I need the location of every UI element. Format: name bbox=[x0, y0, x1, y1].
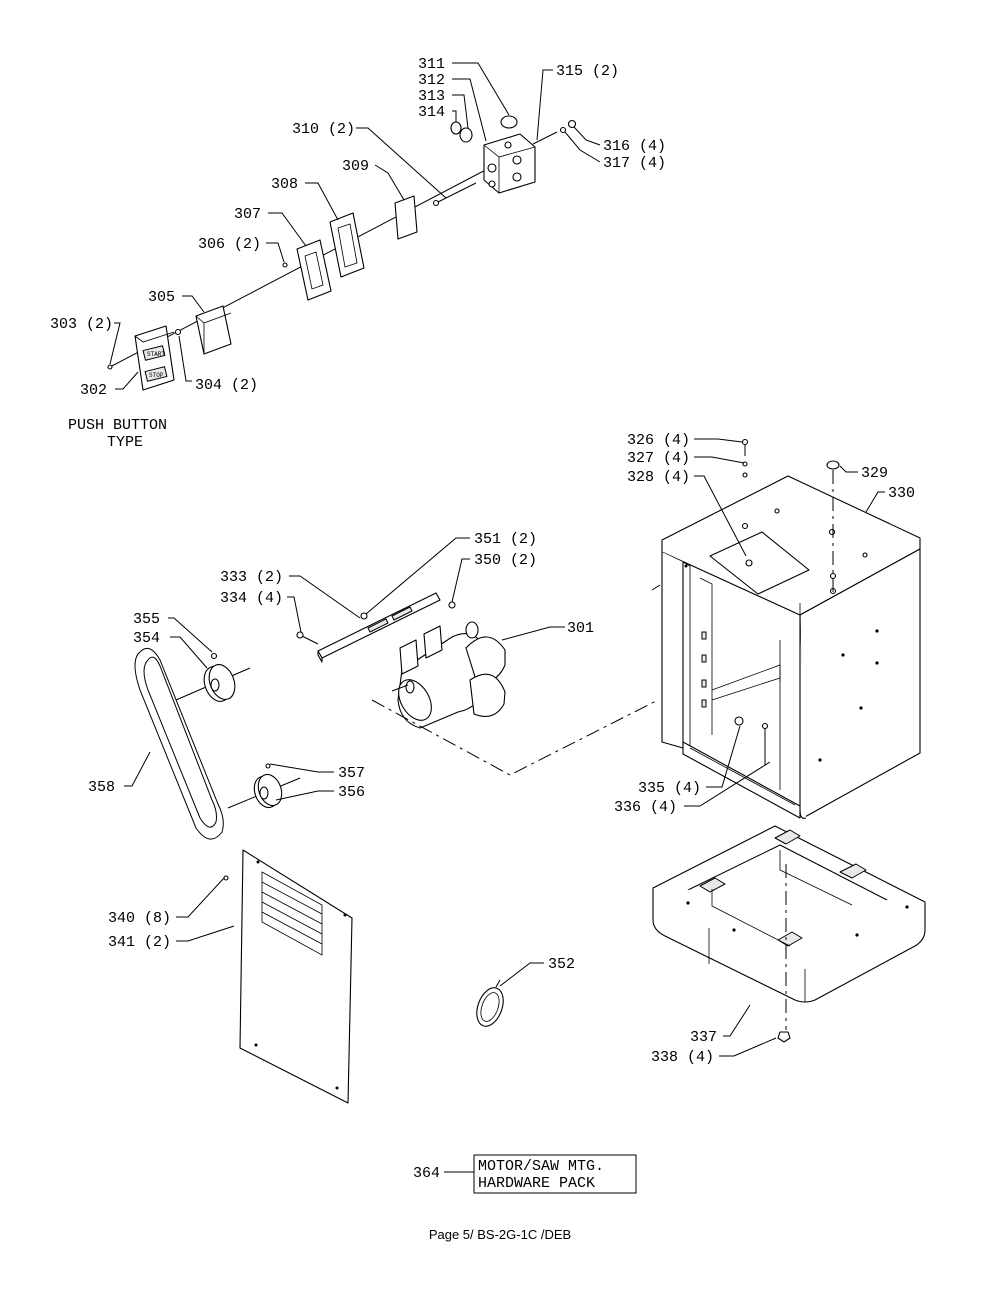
callout-302: 302 bbox=[80, 382, 107, 399]
hardware-pack-line2: HARDWARE PACK bbox=[478, 1175, 595, 1192]
callout-340: 340 (8) bbox=[108, 910, 171, 927]
callout-303: 303 (2) bbox=[50, 316, 113, 333]
callout-labels: 311 312 313 314 315 (2) 316 (4) 317 (4) … bbox=[50, 56, 915, 1192]
callout-354: 354 bbox=[133, 630, 160, 647]
hardware-pack-box bbox=[473, 1154, 637, 1194]
callout-304: 304 (2) bbox=[195, 377, 258, 394]
callout-341: 341 (2) bbox=[108, 934, 171, 951]
callout-301: 301 bbox=[567, 620, 594, 637]
callout-358: 358 bbox=[88, 779, 115, 796]
push-button-caption-line2: TYPE bbox=[107, 434, 143, 451]
callout-310: 310 (2) bbox=[292, 121, 355, 138]
side-panel-drawing bbox=[223, 849, 504, 1104]
callout-356: 356 bbox=[338, 784, 365, 801]
callout-307: 307 bbox=[234, 206, 261, 223]
callout-312: 312 bbox=[418, 72, 445, 89]
switch-leader-lines bbox=[109, 62, 601, 390]
callout-337: 337 bbox=[690, 1029, 717, 1046]
callout-328: 328 (4) bbox=[627, 469, 690, 486]
callout-355: 355 bbox=[133, 611, 160, 628]
callout-327: 327 (4) bbox=[627, 450, 690, 467]
page-footer: Page 5/ BS-2G-1C /DEB bbox=[428, 1227, 572, 1242]
callout-357: 357 bbox=[338, 765, 365, 782]
callout-305: 305 bbox=[148, 289, 175, 306]
callout-364: 364 bbox=[413, 1165, 440, 1182]
switch-assembly-drawing: START STOP bbox=[107, 115, 577, 391]
motor-drawing bbox=[296, 592, 659, 776]
callout-334: 334 (4) bbox=[220, 590, 283, 607]
callout-306: 306 (2) bbox=[198, 236, 261, 253]
pulleys-drawing bbox=[134, 647, 301, 840]
callout-317: 317 (4) bbox=[603, 155, 666, 172]
base-drawing bbox=[652, 825, 926, 1043]
lower-leader-lines bbox=[124, 438, 885, 1173]
switch-stop-text: STOP bbox=[149, 372, 164, 379]
callout-333: 333 (2) bbox=[220, 569, 283, 586]
callout-308: 308 bbox=[271, 176, 298, 193]
callout-335: 335 (4) bbox=[638, 780, 701, 797]
callout-316: 316 (4) bbox=[603, 138, 666, 155]
callout-351: 351 (2) bbox=[474, 531, 537, 548]
callout-336: 336 (4) bbox=[614, 799, 677, 816]
callout-329: 329 bbox=[861, 465, 888, 482]
callout-326: 326 (4) bbox=[627, 432, 690, 449]
callout-313: 313 bbox=[418, 88, 445, 105]
hardware-pack-line1: MOTOR/SAW MTG. bbox=[478, 1158, 604, 1175]
callout-309: 309 bbox=[342, 158, 369, 175]
callout-315: 315 (2) bbox=[556, 63, 619, 80]
callout-352: 352 bbox=[548, 956, 575, 973]
callout-338: 338 (4) bbox=[651, 1049, 714, 1066]
switch-start-text: START bbox=[147, 351, 165, 358]
cabinet-drawing bbox=[651, 438, 921, 819]
callout-350: 350 (2) bbox=[474, 552, 537, 569]
push-button-caption-line1: PUSH BUTTON bbox=[68, 417, 167, 434]
callout-330: 330 bbox=[888, 485, 915, 502]
callout-314: 314 bbox=[418, 104, 445, 121]
callout-311: 311 bbox=[418, 56, 445, 73]
